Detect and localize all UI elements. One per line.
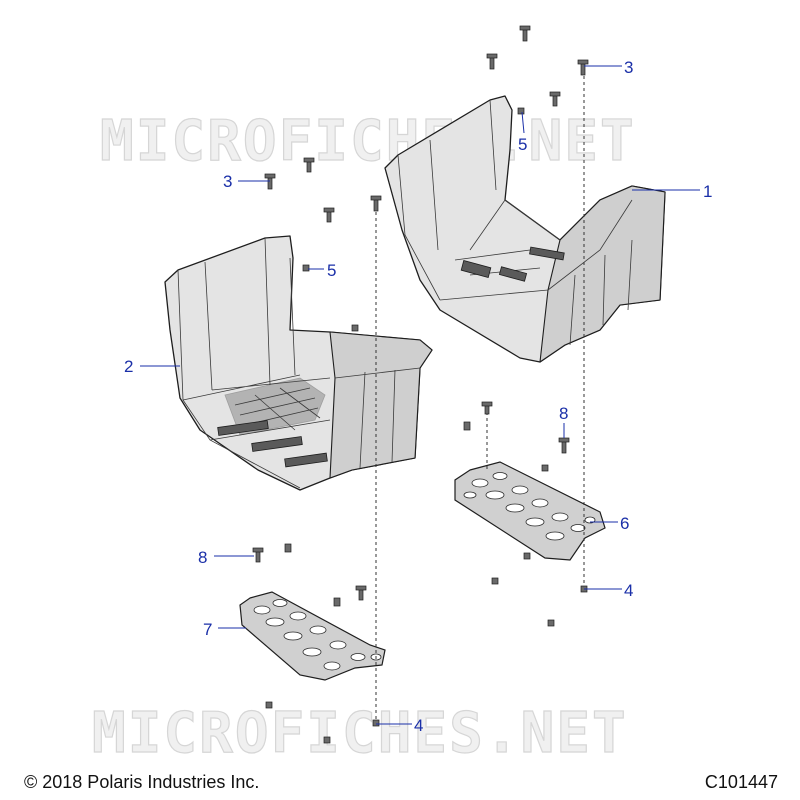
callout-2: 2 [124,357,180,376]
svg-text:2: 2 [124,357,133,376]
callout-7: 7 [203,620,246,639]
copyright-notice: © 2018 Polaris Industries Inc. [24,772,260,792]
callout-8-left: 8 [198,548,254,567]
footwell-right-part-1 [384,95,666,363]
footrest-plate-part-7 [239,591,386,681]
callout-3-left: 3 [223,172,270,191]
watermark-bottom: MICROFICHES.NET [92,701,628,766]
callout-4-bottom: 4 [376,716,423,735]
svg-text:8: 8 [559,404,568,423]
footrest-plate-part-6 [454,461,606,561]
svg-text:8: 8 [198,548,207,567]
svg-text:4: 4 [414,716,423,735]
svg-text:7: 7 [203,620,212,639]
fasteners [252,25,589,744]
watermark-top: MICROFICHES.NET [100,109,636,174]
svg-text:5: 5 [327,261,336,280]
footwell-left-part-2 [164,235,433,491]
callout-5-left: 5 [308,261,336,280]
svg-text:3: 3 [223,172,232,191]
callout-1: 1 [632,182,712,201]
svg-text:1: 1 [703,182,712,201]
callout-3-right: 3 [584,58,633,77]
svg-text:3: 3 [624,58,633,77]
svg-text:5: 5 [518,135,527,154]
callout-8-right: 8 [559,404,568,438]
callout-4-right: 4 [584,581,633,600]
svg-text:6: 6 [620,514,629,533]
callout-5-top: 5 [518,111,527,154]
callout-6: 6 [590,514,629,533]
figure-id: C101447 [704,772,778,792]
svg-text:4: 4 [624,581,633,600]
